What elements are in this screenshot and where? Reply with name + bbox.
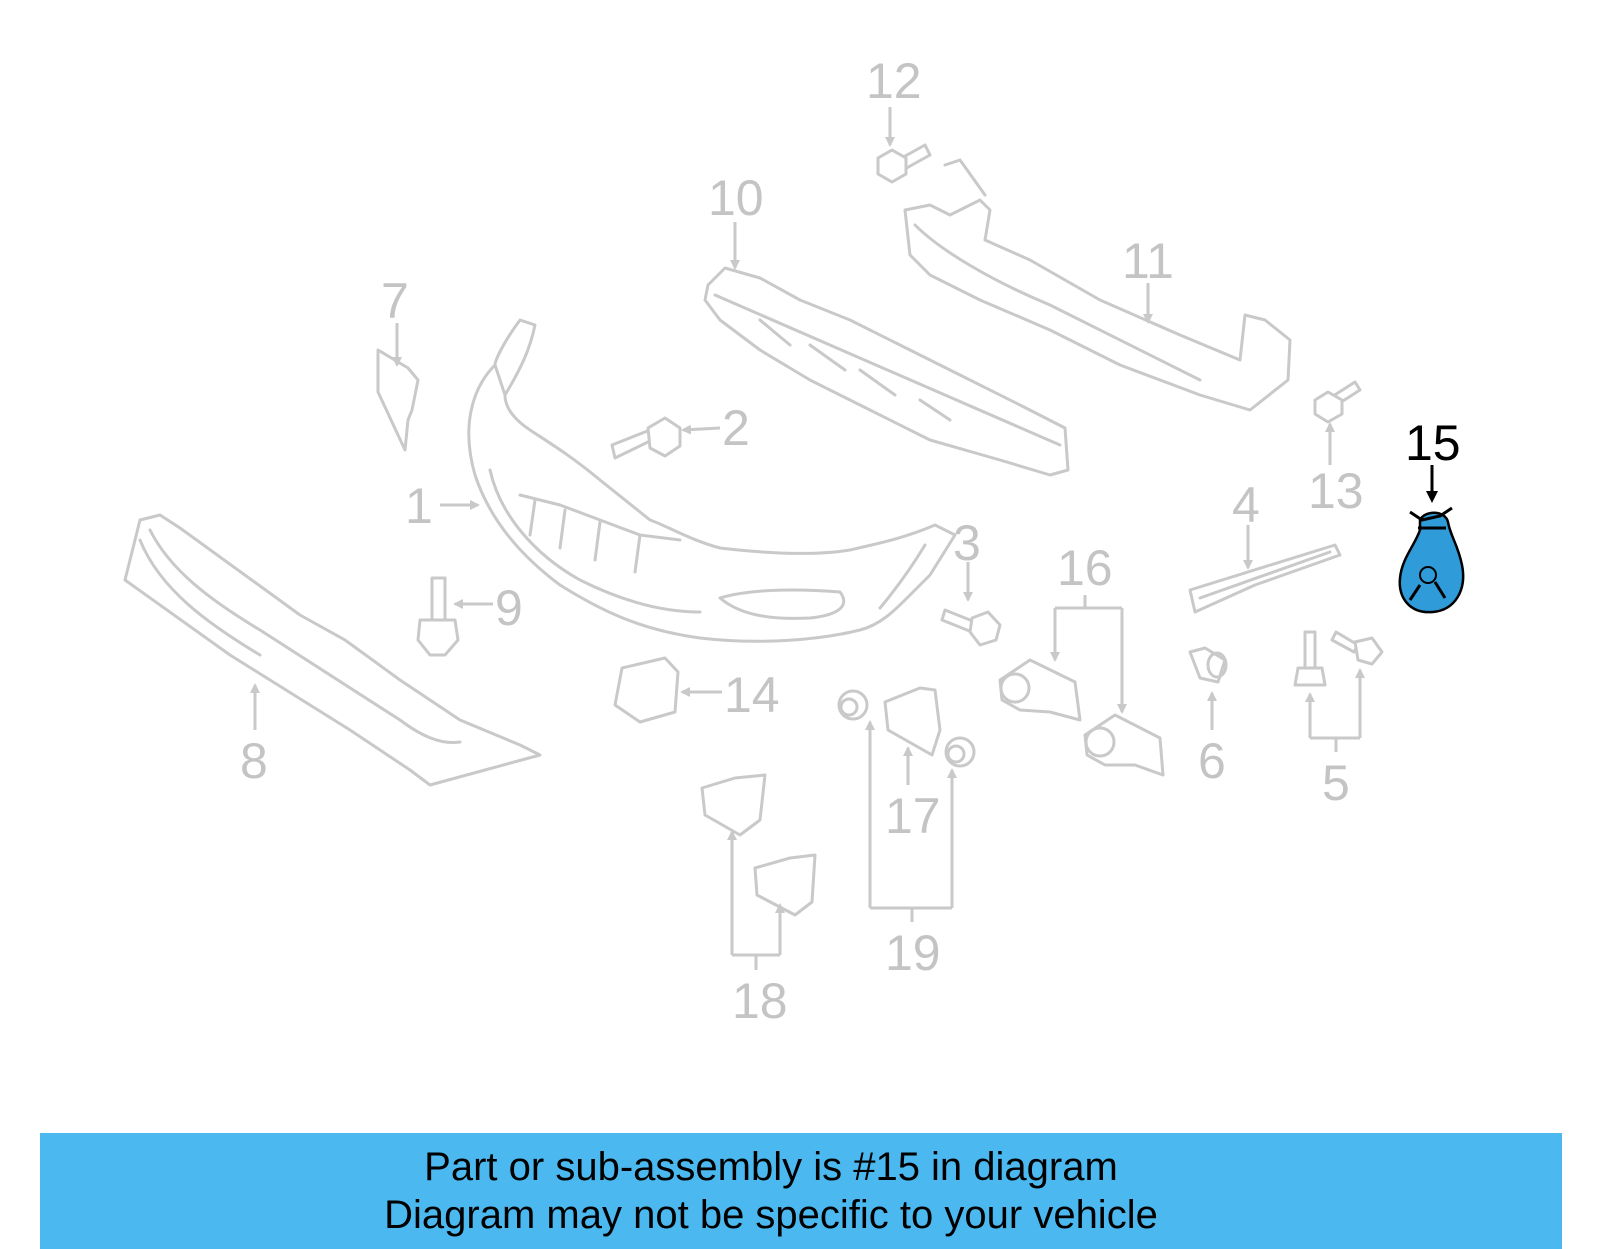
bumper-cover-part — [467, 318, 957, 643]
callout-9: 9 — [495, 580, 523, 636]
part-info-banner: Part or sub-assembly is #15 in diagram D… — [40, 1133, 1562, 1249]
callout-5: 5 — [1322, 755, 1350, 811]
callout-16: 16 — [1057, 540, 1113, 596]
bracket-part-17 — [883, 686, 942, 757]
callout-2: 2 — [722, 400, 750, 456]
grommet-part-19 — [837, 689, 976, 768]
reinforcement-part-11 — [903, 158, 1292, 412]
cover-cap-part-14 — [613, 656, 680, 724]
bolt-part-2 — [610, 416, 682, 460]
bracket-part-7 — [376, 348, 420, 452]
bracket-part-4 — [1188, 543, 1342, 614]
callout-13: 13 — [1308, 463, 1364, 519]
parts-diagram: 1 2 3 4 5 6 7 — [123, 53, 1465, 1029]
bolt-part-3 — [940, 608, 1002, 647]
banner-line-1: Part or sub-assembly is #15 in diagram — [424, 1145, 1118, 1189]
banner-line-2: Diagram may not be specific to your vehi… — [384, 1193, 1158, 1237]
callout-18: 18 — [732, 973, 788, 1029]
absorber-part-10 — [703, 266, 1070, 477]
hardware-bag-part-15 — [1398, 506, 1465, 614]
bracket-part-18 — [700, 773, 817, 917]
callout-11: 11 — [1122, 233, 1174, 289]
bolt-part-13 — [1313, 380, 1362, 424]
bolt-part-5 — [1293, 630, 1384, 687]
callout-14: 14 — [724, 667, 780, 723]
bolt-part-12 — [876, 143, 932, 184]
callout-10: 10 — [708, 170, 764, 226]
callout-7: 7 — [381, 273, 409, 329]
bolt-part-9 — [416, 576, 460, 657]
callout-15: 15 — [1405, 415, 1461, 471]
sensor-part-16 — [998, 658, 1165, 777]
callout-8: 8 — [240, 733, 268, 789]
grille-part-8 — [123, 513, 542, 787]
callout-3: 3 — [953, 515, 981, 571]
callout-12: 12 — [866, 53, 922, 109]
callout-6: 6 — [1198, 733, 1226, 789]
callout-1: 1 — [405, 478, 433, 534]
callout-17: 17 — [885, 788, 941, 844]
callout-4: 4 — [1232, 477, 1260, 533]
clip-nut-part-6 — [1188, 646, 1228, 684]
callout-19: 19 — [885, 925, 941, 981]
